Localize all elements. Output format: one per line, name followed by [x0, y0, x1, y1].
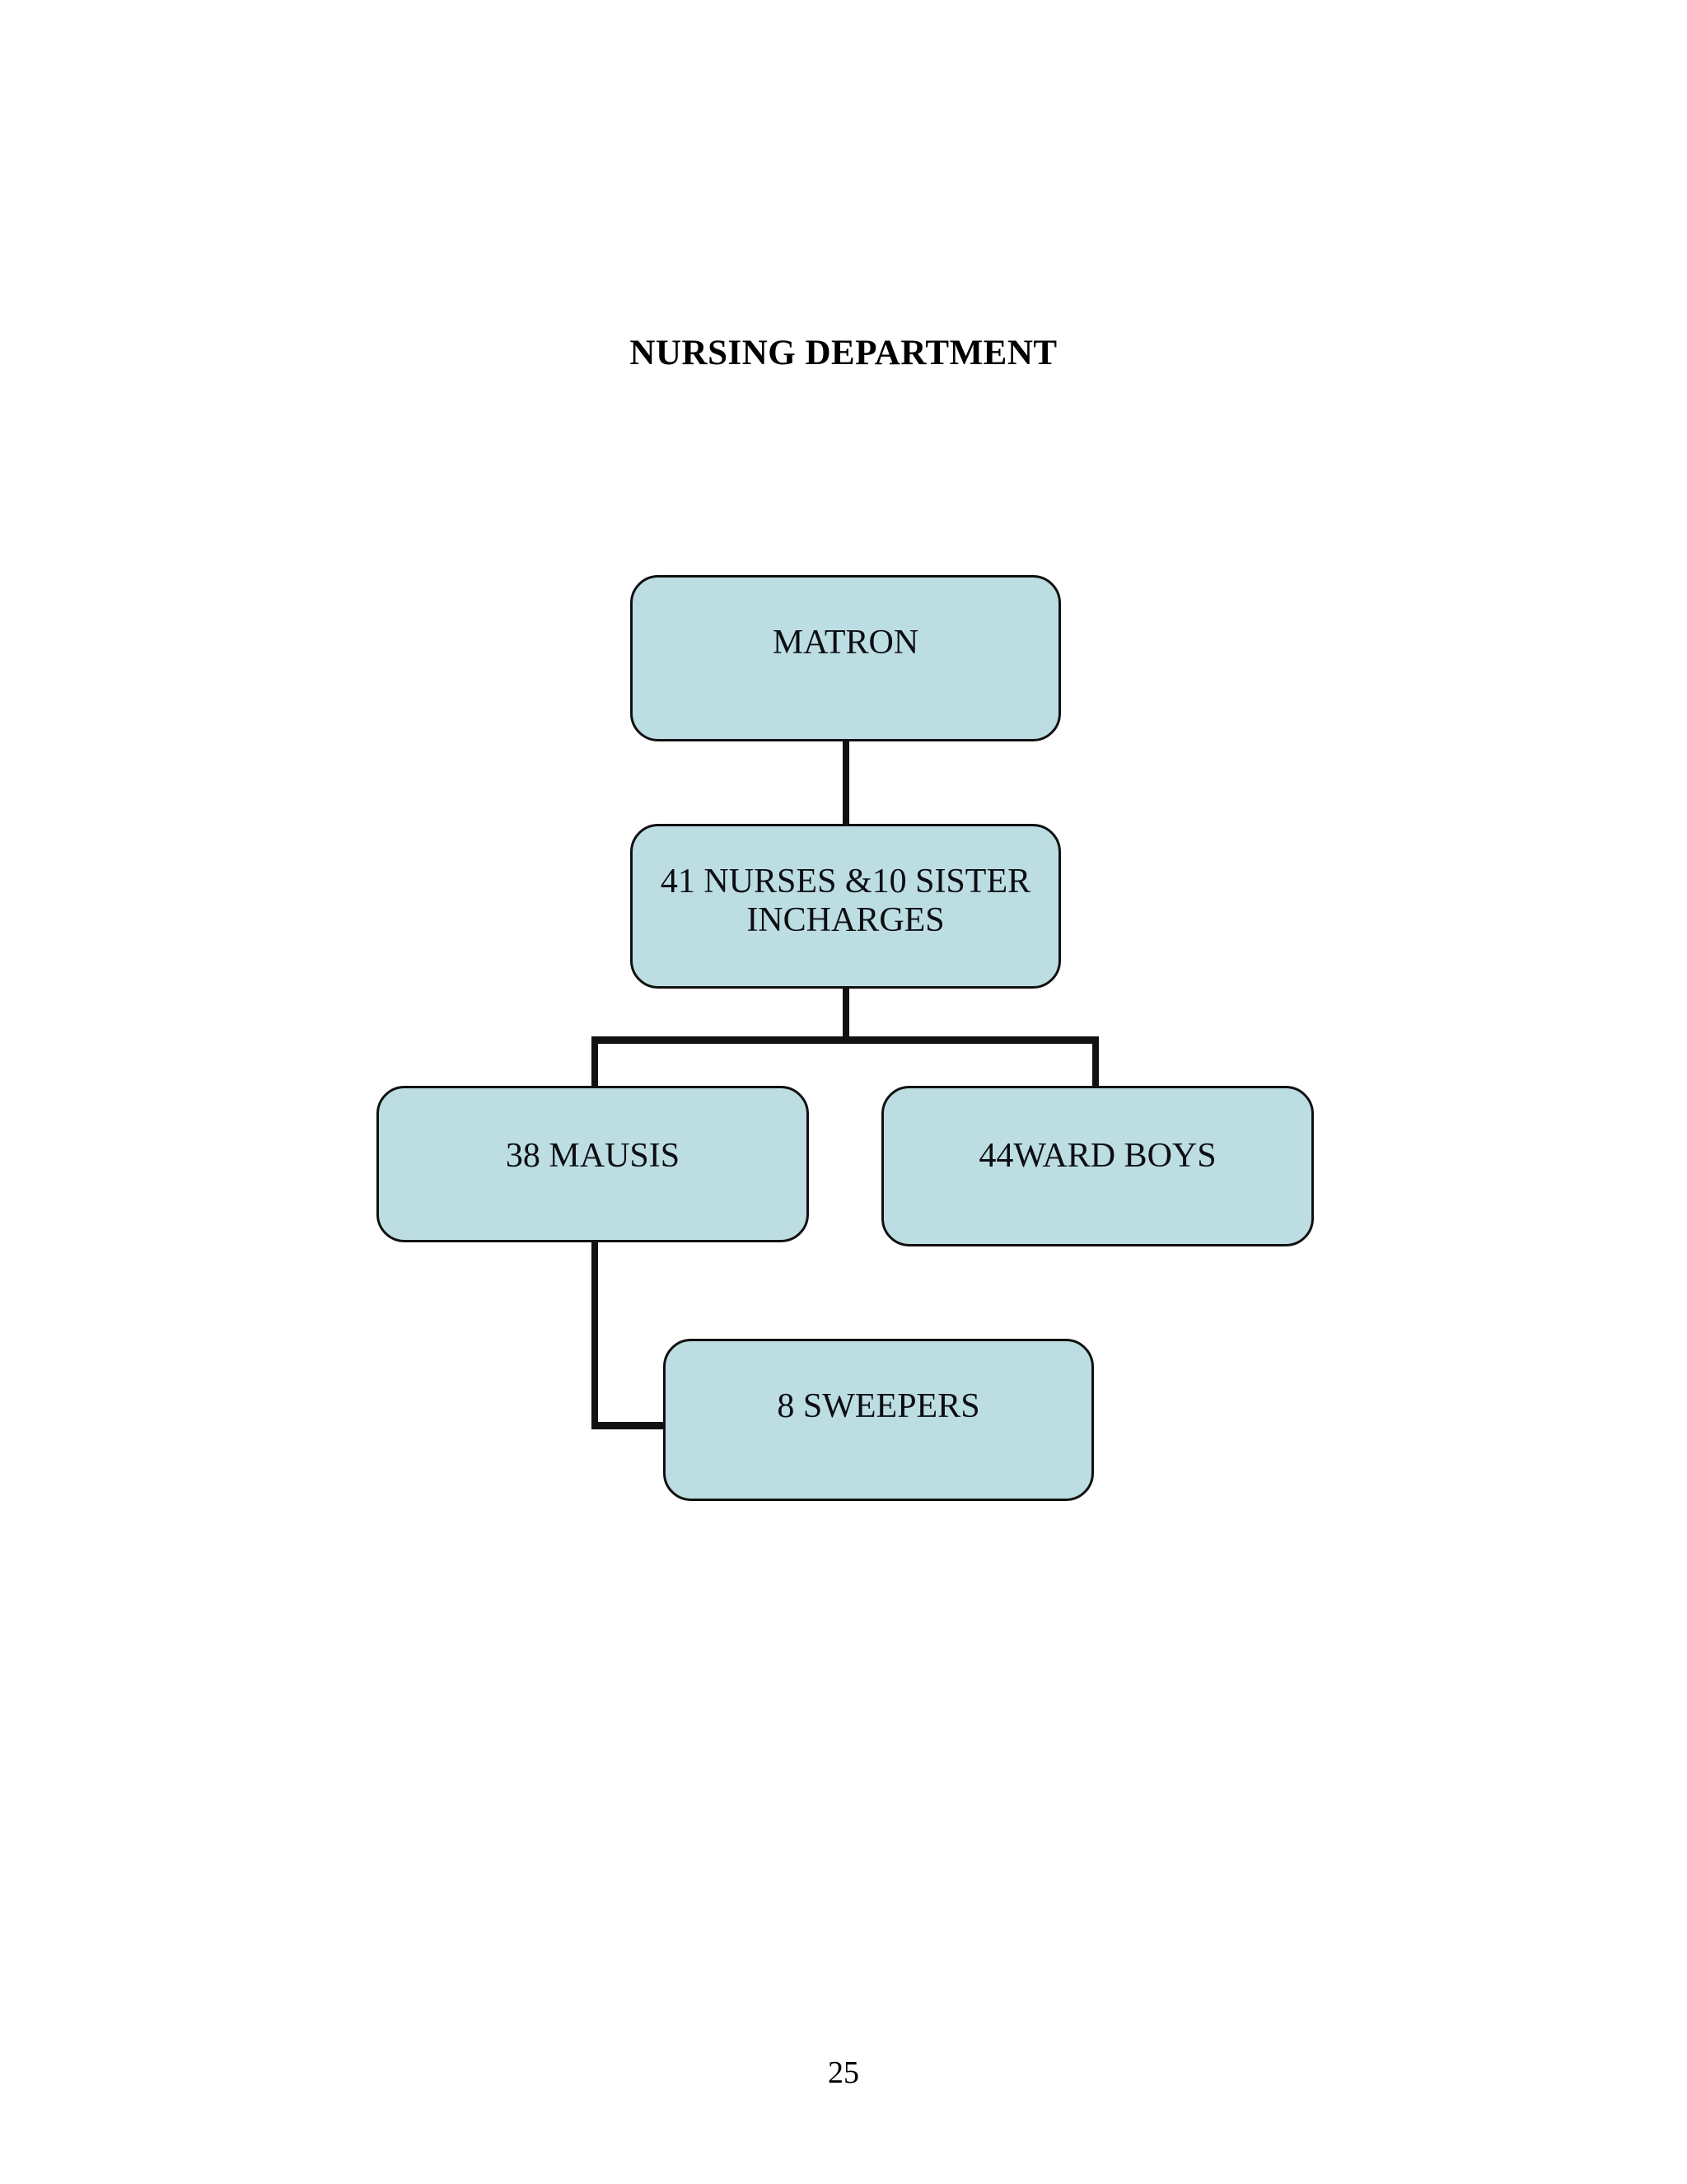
org-node-matron-label: MATRON [772, 624, 919, 662]
page-title: NURSING DEPARTMENT [629, 334, 1058, 372]
org-node-nurses[interactable]: 41 NURSES &10 SISTER INCHARGES [630, 824, 1061, 989]
org-node-mausis-label: 38 MAUSIS [505, 1137, 680, 1175]
connector-horizontal-bus [591, 1036, 1099, 1044]
org-node-sweepers[interactable]: 8 SWEEPERS [663, 1339, 1094, 1501]
connector-bus-to-mausis [591, 1036, 598, 1089]
org-node-ward-boys[interactable]: 44WARD BOYS [881, 1086, 1314, 1246]
org-node-sweepers-label: 8 SWEEPERS [777, 1387, 980, 1425]
connector-mausis-to-sweepers [591, 1422, 667, 1429]
org-node-mausis[interactable]: 38 MAUSIS [376, 1086, 809, 1242]
connector-matron-to-nurses [843, 740, 849, 825]
org-node-nurses-label: 41 NURSES &10 SISTER INCHARGES [660, 863, 1031, 940]
connector-mausis-drop [591, 1241, 598, 1429]
page-number: 25 [828, 2055, 859, 2090]
org-node-matron[interactable]: MATRON [630, 575, 1061, 741]
org-node-ward-boys-label: 44WARD BOYS [979, 1137, 1217, 1175]
connector-bus-to-ward-boys [1092, 1036, 1099, 1089]
connector-nurses-drop [843, 987, 849, 1041]
